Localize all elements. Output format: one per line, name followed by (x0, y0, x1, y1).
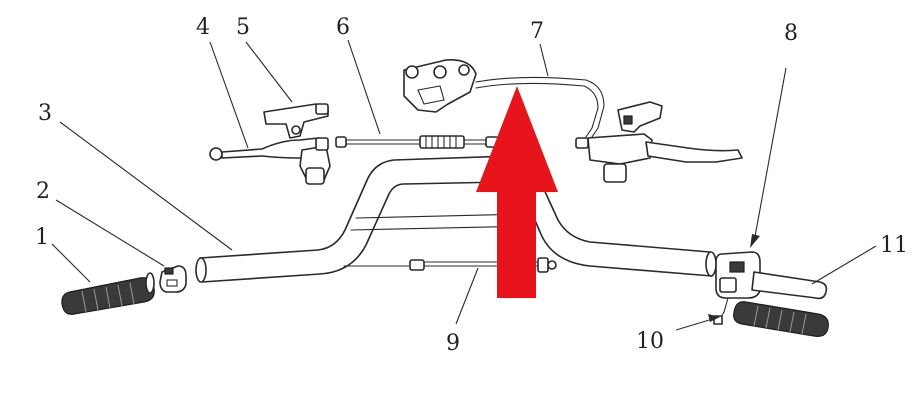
leader-8 (753, 67, 787, 243)
leader-8-arrowhead (750, 234, 760, 248)
callout-8: 8 (784, 21, 798, 46)
callout-numbers: 1 2 3 4 5 6 7 8 9 10 11 (35, 15, 908, 356)
leader-10 (675, 317, 717, 331)
clutch-cable (335, 135, 499, 149)
leader-2 (55, 199, 165, 267)
leader-1 (51, 243, 91, 283)
leader-7 (539, 43, 549, 77)
leader-lines (51, 39, 877, 331)
callout-1: 1 (35, 225, 49, 250)
throttle-housing (715, 251, 761, 299)
callout-10: 10 (636, 329, 664, 354)
leader-5 (245, 41, 293, 103)
callout-6: 6 (336, 15, 350, 40)
leader-9 (455, 267, 479, 325)
brake-master-cylinder (587, 101, 743, 183)
callout-5: 5 (236, 15, 250, 40)
callout-7: 7 (530, 19, 544, 44)
leader-4 (209, 41, 249, 149)
clutch-lever (209, 137, 331, 185)
throttle-tube (751, 271, 828, 300)
leader-11 (811, 245, 877, 285)
callout-3: 3 (38, 101, 52, 126)
right-grip (733, 301, 829, 337)
leader-3 (59, 121, 233, 251)
kill-switch-wire (713, 297, 729, 325)
clutch-bracket (263, 103, 329, 139)
callout-2: 2 (36, 179, 50, 204)
leader-10-arrowhead (708, 314, 720, 322)
left-switch-housing (159, 265, 187, 293)
brake-caliper (403, 58, 477, 113)
callout-4: 4 (196, 15, 210, 40)
left-grip (61, 272, 155, 315)
leader-6 (347, 39, 381, 135)
callout-9: 9 (446, 331, 460, 356)
red-arrow (476, 86, 558, 298)
handlebar (195, 155, 717, 283)
callout-11: 11 (880, 233, 908, 258)
